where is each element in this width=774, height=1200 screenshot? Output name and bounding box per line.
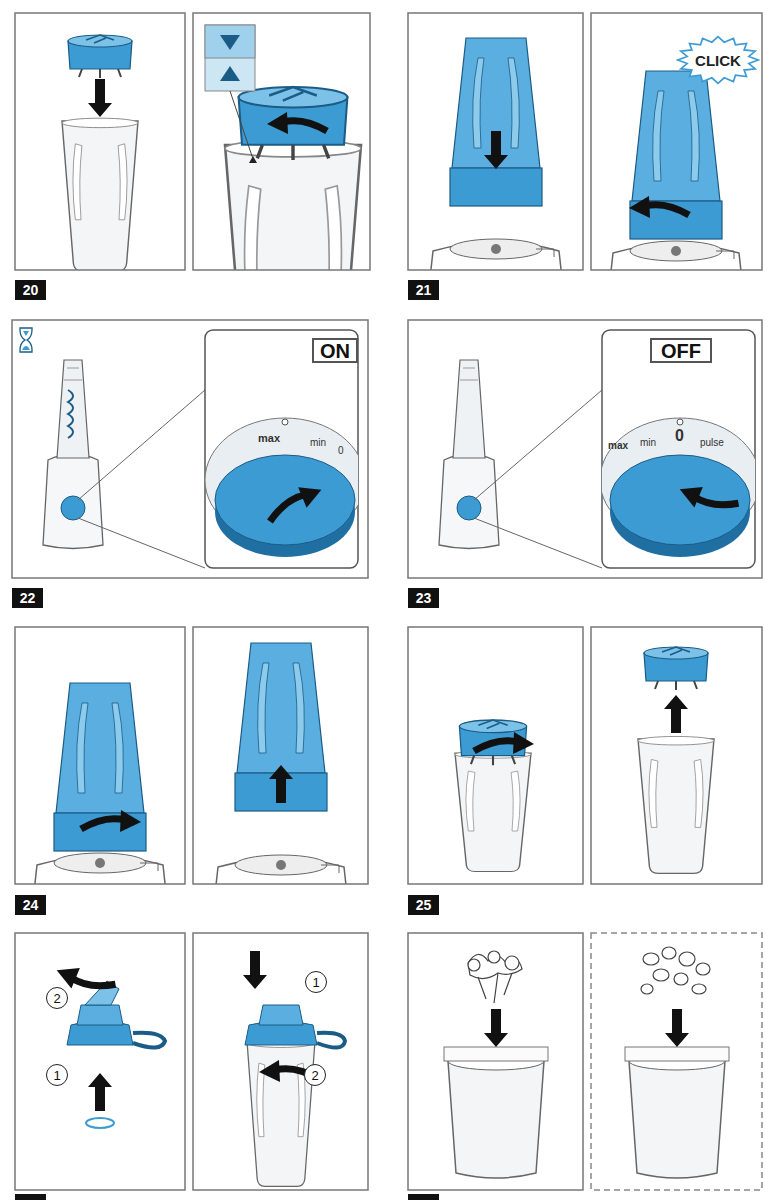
state-box: ON <box>312 338 358 363</box>
callout-number: 1 <box>46 1064 68 1086</box>
dial-label: min <box>310 438 326 448</box>
step-number: 25 <box>408 895 439 915</box>
state-box: OFF <box>650 338 712 363</box>
dial-label: 0 <box>338 446 344 456</box>
node-text: 1 <box>53 1069 60 1082</box>
step-number: 23 <box>408 588 439 608</box>
node-text: CLICK <box>695 53 741 68</box>
node-text: 1 <box>312 976 319 989</box>
node-text: 23 <box>416 591 432 605</box>
node-text: 21 <box>416 283 432 297</box>
dial-label: max <box>608 441 628 451</box>
dial-label: pulse <box>700 438 724 448</box>
dial-label: min <box>640 438 656 448</box>
step-number: 22 <box>12 588 43 608</box>
callout-number: 2 <box>304 1064 326 1086</box>
dial-label: 0 <box>675 428 684 444</box>
node-text: 20 <box>23 283 39 297</box>
step-number: 21 <box>408 280 439 300</box>
step-number: 24 <box>15 895 46 915</box>
step-number: 20 <box>15 280 46 300</box>
node-text: 2 <box>311 1069 318 1082</box>
node-text: ON <box>320 341 350 361</box>
click-burst: CLICK <box>676 35 760 85</box>
callout-number: 1 <box>305 971 327 993</box>
callout-number: 2 <box>46 987 68 1009</box>
node-text: 22 <box>20 591 36 605</box>
node-text: 24 <box>23 898 39 912</box>
node-text: 2 <box>53 992 60 1005</box>
node-text: OFF <box>661 341 701 361</box>
node-text: 25 <box>416 898 432 912</box>
dial-label: max <box>258 433 280 444</box>
